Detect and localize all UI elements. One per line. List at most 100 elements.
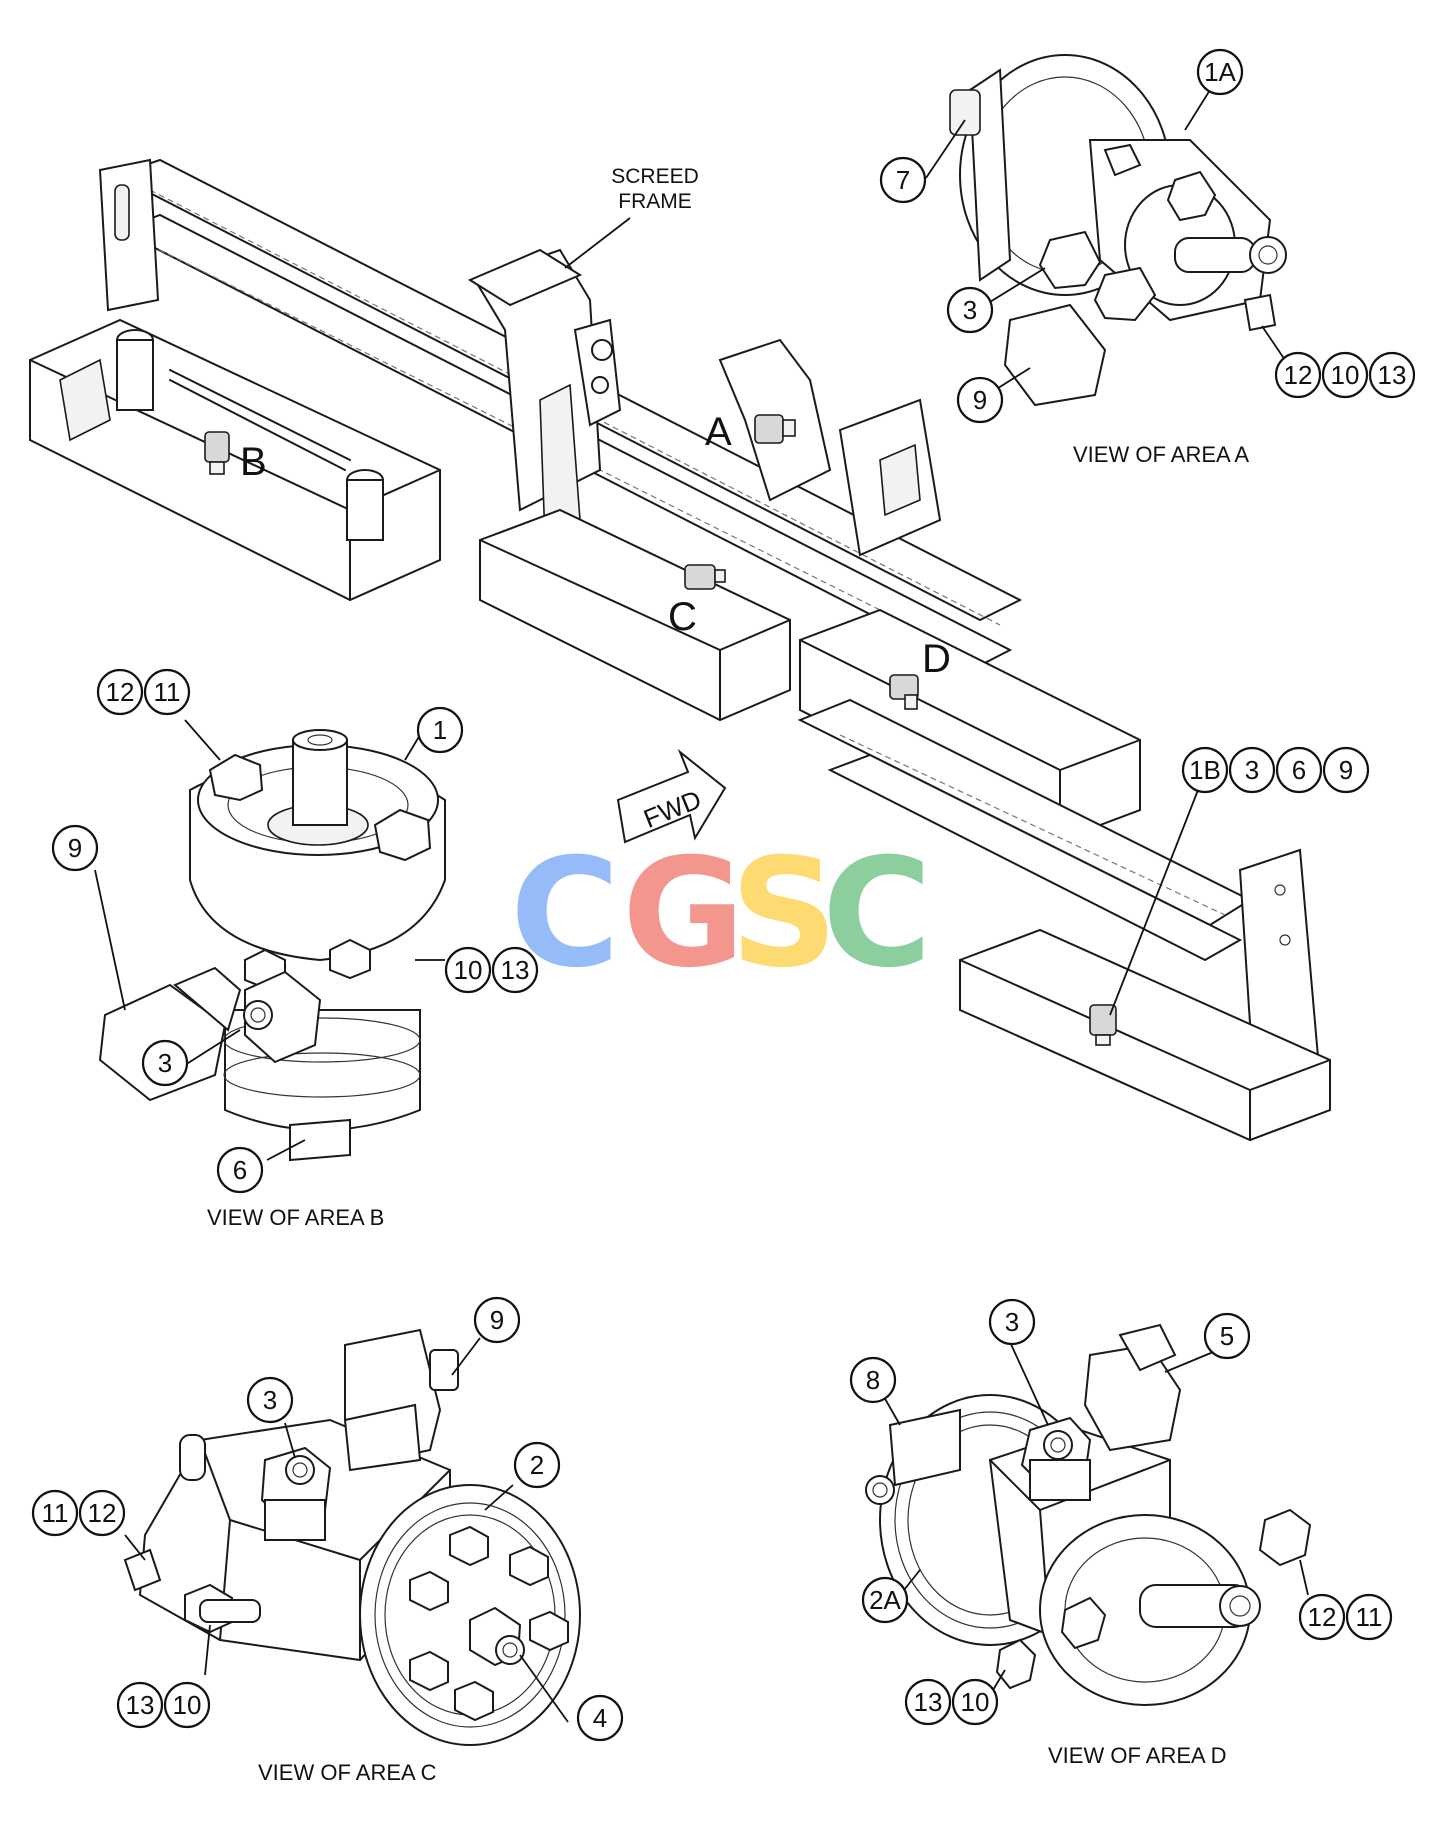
svg-text:2: 2	[530, 1450, 544, 1480]
svg-text:1: 1	[433, 715, 447, 745]
svg-text:5: 5	[1220, 1321, 1234, 1351]
callout-b-10: 10	[444, 946, 492, 994]
svg-text:12: 12	[106, 677, 135, 707]
motor-marker-1b	[1089, 1004, 1117, 1046]
view-area-b: VIEW OF AREA B	[94, 719, 446, 1230]
screed-frame-label-line1: SCREED	[611, 165, 699, 188]
callout-c-4: 4	[576, 1694, 624, 1742]
svg-text:10: 10	[173, 1690, 202, 1720]
svg-text:8: 8	[866, 1365, 880, 1395]
callout-b-11: 11	[143, 668, 191, 716]
callout-d-3: 3	[988, 1298, 1036, 1346]
svg-text:10: 10	[961, 1687, 990, 1717]
caption-view-b: VIEW OF AREA B	[207, 1205, 384, 1230]
svg-text:1B: 1B	[1189, 755, 1221, 785]
callout-main-3: 3	[1228, 746, 1276, 794]
callout-b-6: 6	[216, 1146, 264, 1194]
svg-text:2A: 2A	[869, 1585, 901, 1615]
fwd-arrow: FWD	[616, 748, 727, 844]
callout-main-9: 9	[1322, 746, 1370, 794]
callout-c-11: 11	[31, 1489, 79, 1537]
svg-text:6: 6	[233, 1155, 247, 1185]
motor-marker-c	[684, 564, 726, 590]
view-area-d: VIEW OF AREA D	[865, 1323, 1312, 1768]
svg-text:11: 11	[42, 1498, 69, 1528]
callout-main-1b: 1B	[1181, 746, 1229, 794]
svg-text:13: 13	[1378, 360, 1407, 390]
caption-view-a: VIEW OF AREA A	[1073, 442, 1249, 467]
svg-text:13: 13	[914, 1687, 943, 1717]
screed-frame-assembly: B A C D SCREED FRAME FWD	[29, 158, 1331, 1142]
callout-b-13: 13	[491, 946, 539, 994]
svg-text:9: 9	[68, 833, 82, 863]
svg-text:12: 12	[1308, 1602, 1337, 1632]
callout-a-7: 7	[879, 156, 927, 204]
motor-marker-a	[754, 414, 796, 444]
callout-a-3: 3	[946, 286, 994, 334]
svg-text:10: 10	[454, 955, 483, 985]
svg-text:3: 3	[1245, 755, 1259, 785]
callout-c-12: 12	[78, 1489, 126, 1537]
callout-a-12: 12	[1274, 351, 1322, 399]
svg-text:1A: 1A	[1204, 57, 1236, 87]
motor-marker-b	[204, 431, 230, 475]
callout-d-11: 11	[1345, 1593, 1393, 1641]
svg-text:12: 12	[88, 1498, 117, 1528]
svg-text:3: 3	[1005, 1307, 1019, 1337]
callout-a-10: 10	[1321, 351, 1369, 399]
callout-c-10: 10	[163, 1681, 211, 1729]
watermark-letter-1: C	[510, 827, 620, 1001]
svg-text:13: 13	[501, 955, 530, 985]
callout-a-9: 9	[956, 376, 1004, 424]
callout-d-8: 8	[849, 1356, 897, 1404]
svg-text:4: 4	[593, 1703, 607, 1733]
caption-view-d: VIEW OF AREA D	[1048, 1743, 1226, 1768]
callout-main-6: 6	[1275, 746, 1323, 794]
callout-c-9: 9	[473, 1296, 521, 1344]
svg-text:12: 12	[1284, 360, 1313, 390]
callout-a-13: 13	[1368, 351, 1416, 399]
motor-marker-d	[889, 674, 919, 710]
callout-b-12: 12	[96, 668, 144, 716]
area-letter-b: B	[240, 440, 267, 484]
svg-text:3: 3	[158, 1048, 172, 1078]
view-area-c: VIEW OF AREA C	[123, 1328, 581, 1785]
svg-text:9: 9	[1339, 755, 1353, 785]
watermark-letter-2: G	[622, 827, 745, 1001]
callout-a-1a: 1A	[1196, 48, 1244, 96]
svg-text:6: 6	[1292, 755, 1306, 785]
svg-text:9: 9	[973, 385, 987, 415]
callout-c-2: 2	[513, 1441, 561, 1489]
view-area-a: VIEW OF AREA A	[925, 54, 1287, 467]
callout-d-5: 5	[1203, 1312, 1251, 1360]
callout-b-1: 1	[416, 706, 464, 754]
svg-text:3: 3	[263, 1385, 277, 1415]
svg-text:10: 10	[1331, 360, 1360, 390]
callout-d-2a: 2A	[861, 1576, 909, 1624]
svg-text:11: 11	[154, 677, 181, 707]
callout-c-3: 3	[246, 1376, 294, 1424]
screed-frame-label-line2: FRAME	[618, 190, 692, 213]
callout-d-10: 10	[951, 1678, 999, 1726]
area-letter-d: D	[922, 637, 951, 681]
svg-text:11: 11	[1356, 1602, 1383, 1632]
watermark-letter-4: C	[822, 827, 932, 1001]
callout-d-12: 12	[1298, 1593, 1346, 1641]
bolt-pattern-c	[409, 1525, 569, 1722]
svg-text:7: 7	[896, 165, 910, 195]
callout-d-13: 13	[904, 1678, 952, 1726]
svg-text:13: 13	[126, 1690, 155, 1720]
watermark-letter-3: S	[730, 827, 838, 1001]
svg-text:3: 3	[963, 295, 977, 325]
area-letter-c: C	[668, 595, 697, 639]
svg-text:9: 9	[490, 1305, 504, 1335]
callout-b-9: 9	[51, 824, 99, 872]
area-letter-a: A	[705, 410, 732, 454]
watermark-logo: C G S C	[510, 827, 932, 1001]
caption-view-c: VIEW OF AREA C	[258, 1760, 437, 1785]
callouts-layer: 1A 7 3 9 12 10 13 12 11 1 9 10 13 3 6 1B…	[31, 48, 1416, 1742]
callout-b-3: 3	[141, 1039, 189, 1087]
callout-c-13: 13	[116, 1681, 164, 1729]
